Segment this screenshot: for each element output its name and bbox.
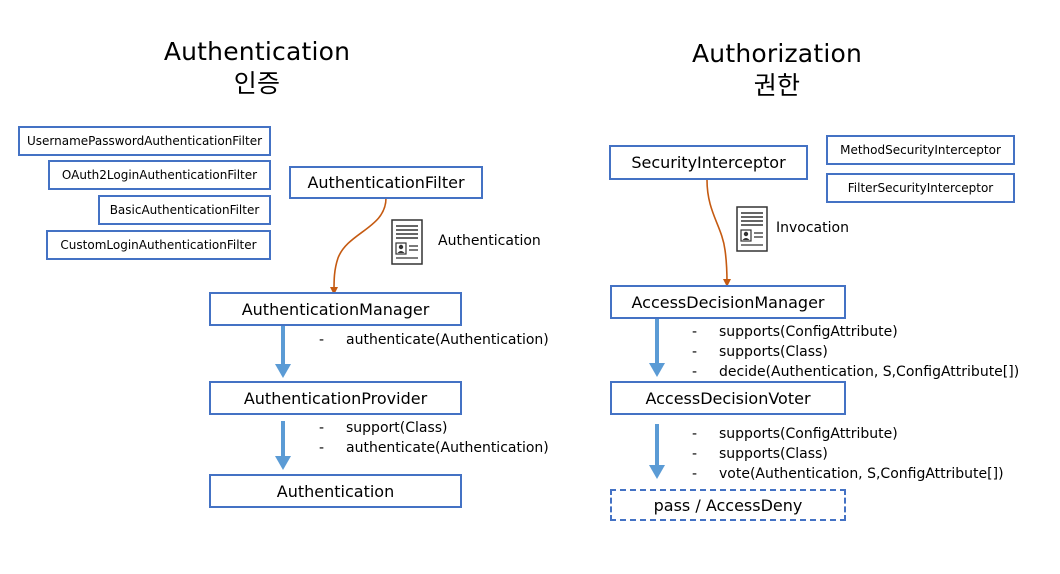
filter-custom-login: CustomLoginAuthenticationFilter bbox=[46, 230, 271, 260]
invocation-document-icon bbox=[736, 206, 768, 252]
access-decision-voter-box: AccessDecisionVoter bbox=[610, 381, 846, 415]
access-decision-voter-method-item: - vote(Authentication, S,ConfigAttribute[… bbox=[690, 464, 1004, 484]
access-decision-voter-method-item: - supports(ConfigAttribute) bbox=[690, 424, 1004, 444]
method-text: decide(Authentication, S,ConfigAttribute… bbox=[719, 364, 1020, 380]
interceptor-to-manager-arrow bbox=[706, 179, 731, 287]
authentication-provider-box: AuthenticationProvider bbox=[209, 381, 462, 415]
access-decision-manager-box: AccessDecisionManager bbox=[610, 285, 846, 319]
provider-to-result-arrow bbox=[275, 421, 291, 470]
access-decision-manager-method-item: - decide(Authentication, S,ConfigAttribut… bbox=[690, 362, 1019, 382]
decision-manager-to-voter-arrow bbox=[649, 319, 665, 377]
method-text: supports(ConfigAttribute) bbox=[719, 426, 898, 442]
bullet-dash: - bbox=[319, 420, 325, 436]
authentication-result-box: Authentication bbox=[209, 474, 462, 508]
authentication-document-icon bbox=[391, 219, 423, 265]
bullet-dash: - bbox=[692, 446, 698, 462]
filter-to-manager-arrow bbox=[330, 197, 387, 295]
authorization-title: Authorization 권한 bbox=[661, 38, 893, 102]
bullet-dash: - bbox=[692, 324, 698, 340]
access-decision-manager-methods: - supports(ConfigAttribute) - supports(Cla… bbox=[690, 322, 1019, 382]
access-decision-manager-method-item: - supports(Class) bbox=[690, 342, 1019, 362]
authentication-manager-methods: - authenticate(Authentication) bbox=[317, 330, 549, 350]
invocation-label: Invocation bbox=[776, 220, 849, 236]
method-text: vote(Authentication, S,ConfigAttribute[]… bbox=[719, 466, 1004, 482]
authentication-manager-method-item: - authenticate(Authentication) bbox=[317, 330, 549, 350]
authentication-title-english: Authentication bbox=[163, 37, 351, 66]
bullet-dash: - bbox=[692, 364, 698, 380]
authorization-title-english: Authorization bbox=[691, 39, 863, 68]
method-text: supports(Class) bbox=[719, 446, 828, 462]
bullet-dash: - bbox=[692, 466, 698, 482]
access-decision-voter-method-item: - supports(Class) bbox=[690, 444, 1004, 464]
authentication-title: Authentication 인증 bbox=[140, 36, 374, 100]
voter-to-result-arrow bbox=[649, 424, 665, 479]
bullet-dash: - bbox=[692, 344, 698, 360]
authentication-provider-methods: - support(Class) - authenticate(Authentica… bbox=[317, 418, 549, 458]
filter-oauth2-login: OAuth2LoginAuthenticationFilter bbox=[48, 160, 271, 190]
authorization-result-box: pass / AccessDeny bbox=[610, 489, 846, 521]
authentication-provider-method-item: - support(Class) bbox=[317, 418, 549, 438]
bullet-dash: - bbox=[319, 332, 325, 348]
filter-username-password: UsernamePasswordAuthenticationFilter bbox=[18, 126, 271, 156]
bullet-dash: - bbox=[692, 426, 698, 442]
authentication-provider-method-item: - authenticate(Authentication) bbox=[317, 438, 549, 458]
filter-basic: BasicAuthenticationFilter bbox=[98, 195, 271, 225]
access-decision-voter-methods: - supports(ConfigAttribute) - supports(Cla… bbox=[690, 424, 1004, 484]
method-text: support(Class) bbox=[346, 420, 448, 436]
method-text: supports(ConfigAttribute) bbox=[719, 324, 898, 340]
method-text: authenticate(Authentication) bbox=[346, 440, 549, 456]
method-text: authenticate(Authentication) bbox=[346, 332, 549, 348]
security-interceptor-box: SecurityInterceptor bbox=[609, 145, 808, 180]
authentication-title-korean: 인증 bbox=[233, 69, 281, 98]
authentication-filter-box: AuthenticationFilter bbox=[289, 166, 483, 199]
method-security-interceptor-box: MethodSecurityInterceptor bbox=[826, 135, 1015, 165]
filter-security-interceptor-box: FilterSecurityInterceptor bbox=[826, 173, 1015, 203]
method-text: supports(Class) bbox=[719, 344, 828, 360]
access-decision-manager-method-item: - supports(ConfigAttribute) bbox=[690, 322, 1019, 342]
bullet-dash: - bbox=[319, 440, 325, 456]
authorization-title-korean: 권한 bbox=[753, 71, 801, 100]
authentication-manager-box: AuthenticationManager bbox=[209, 292, 462, 326]
manager-to-provider-arrow bbox=[275, 326, 291, 378]
authentication-token-label: Authentication bbox=[438, 233, 541, 249]
